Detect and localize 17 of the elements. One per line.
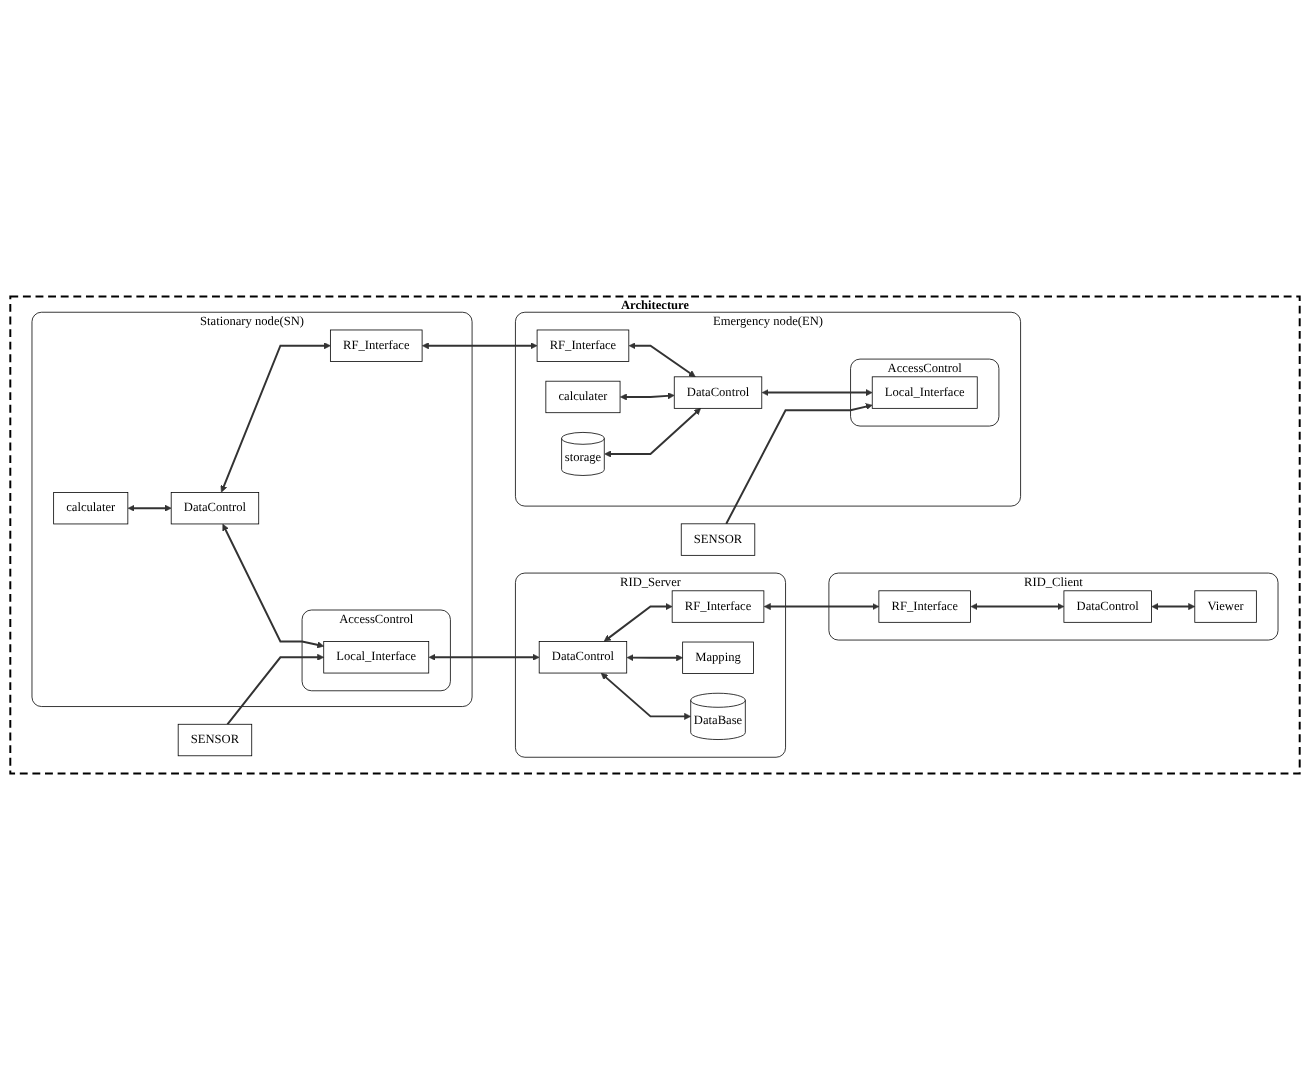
arrow bbox=[1151, 603, 1196, 611]
arrow bbox=[428, 653, 540, 661]
arrow bbox=[763, 603, 880, 611]
arrow bbox=[628, 342, 696, 378]
arrow bbox=[127, 504, 172, 512]
arrow bbox=[970, 603, 1065, 611]
arrow bbox=[600, 672, 692, 720]
arrow bbox=[422, 342, 538, 350]
arrow bbox=[761, 389, 873, 397]
arrow bbox=[220, 342, 331, 493]
arrow bbox=[725, 403, 873, 525]
arrow bbox=[222, 523, 325, 649]
arrow bbox=[603, 603, 673, 642]
arrow bbox=[626, 654, 683, 662]
arrow bbox=[604, 408, 701, 458]
arrow bbox=[620, 392, 675, 401]
arrow bbox=[226, 653, 325, 726]
